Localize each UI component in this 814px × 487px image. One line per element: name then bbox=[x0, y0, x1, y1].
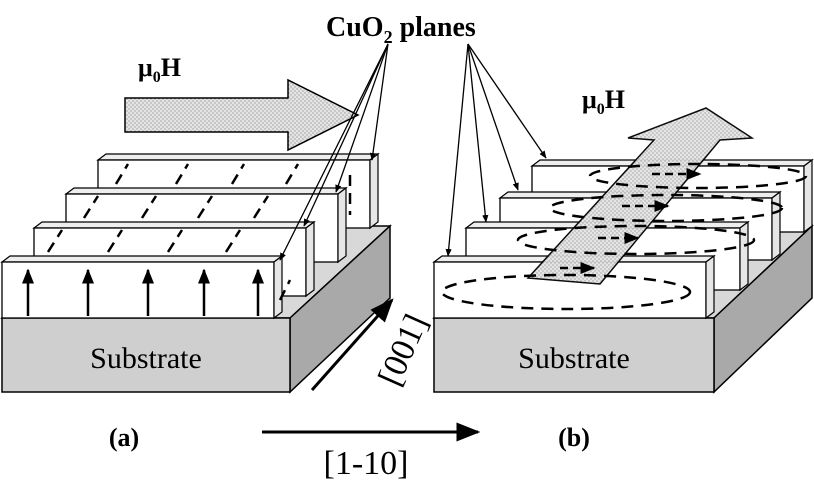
cuo2-planes-label: CuO2 planes bbox=[326, 12, 476, 47]
axis-1-10: [1-10] bbox=[262, 422, 481, 482]
panel-label-b: (b) bbox=[558, 423, 590, 452]
panel-a: Substrate bbox=[0, 53, 392, 394]
axis-1-10-label: [1-10] bbox=[324, 445, 409, 482]
cuo2-slab-a-1 bbox=[0, 254, 284, 320]
field-label-b: μ0H bbox=[582, 85, 625, 118]
field-label-a: μ0H bbox=[138, 53, 181, 86]
substrate-label-a: Substrate bbox=[90, 342, 202, 375]
axis-001-label: [001] bbox=[372, 309, 436, 391]
field-arrow-a bbox=[124, 78, 360, 152]
dashed-current-loops-b bbox=[440, 162, 808, 311]
cuo2-leader-lines bbox=[279, 43, 547, 261]
panel-label-a: (a) bbox=[109, 423, 139, 452]
vortex-current-arrows-a bbox=[22, 268, 264, 316]
panel-b: Substrate bbox=[432, 85, 814, 394]
flux-direction-arrows-b bbox=[560, 168, 702, 274]
dashed-flux-lines-a bbox=[46, 163, 352, 301]
substrate-label-b: Substrate bbox=[518, 342, 630, 375]
